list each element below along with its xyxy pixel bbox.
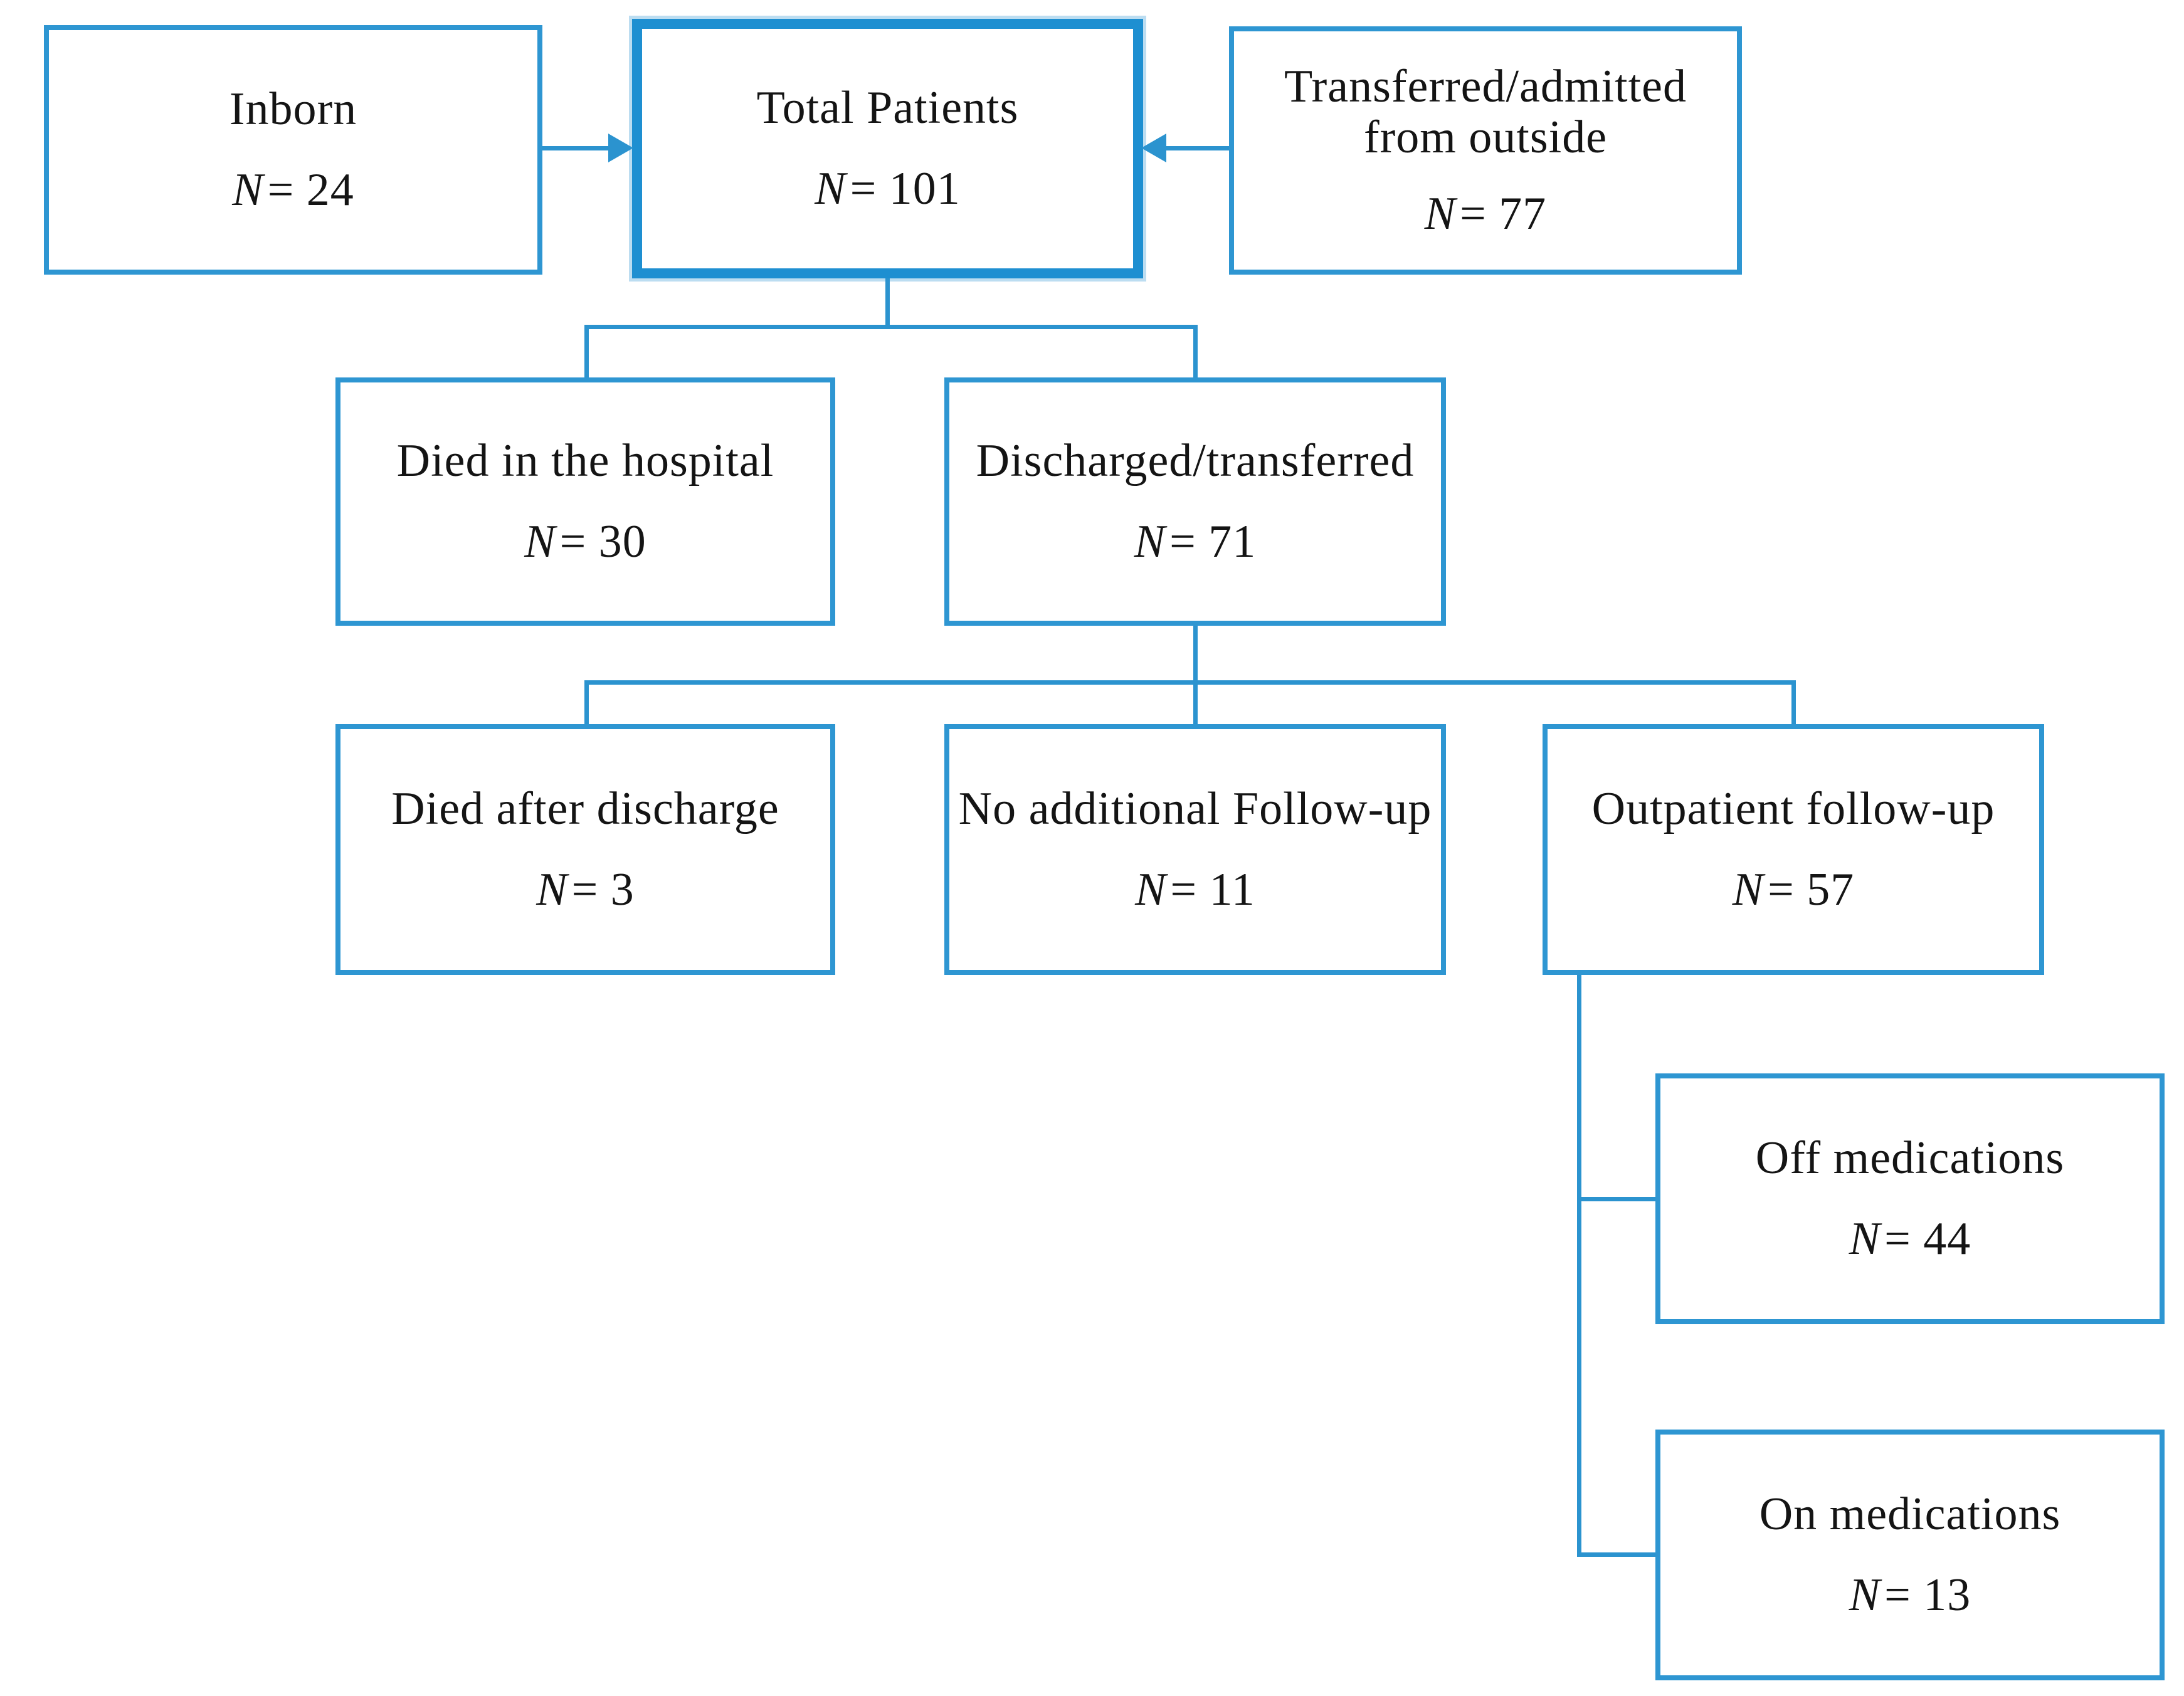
connector-off-meds-stub xyxy=(1577,1197,1655,1201)
node-outpatient-followup: Outpatient follow-up N= 57 xyxy=(1543,724,2044,975)
node-count: N= 30 xyxy=(524,516,646,567)
node-count: N= 13 xyxy=(1849,1569,1971,1621)
node-label: Outpatient follow-up xyxy=(1591,782,1995,835)
node-total-patients: Total Patients N= 101 xyxy=(632,19,1143,278)
connector-outpatient-drop xyxy=(1791,680,1796,724)
node-count: N= 3 xyxy=(536,864,635,915)
connector-died-after-drop xyxy=(584,680,589,724)
connector-discharged-drop xyxy=(1193,325,1198,380)
arrowhead-right-icon xyxy=(608,134,633,162)
node-inborn: Inborn N= 24 xyxy=(44,25,542,275)
node-count: N= 101 xyxy=(815,163,961,214)
node-died-after-discharge: Died after discharge N= 3 xyxy=(335,724,835,975)
arrow-line-transferred-to-total xyxy=(1164,146,1229,150)
node-label: Inborn xyxy=(229,83,357,135)
node-no-additional-followup: No additional Follow-up N= 11 xyxy=(944,724,1446,975)
connector-outpatient-stem xyxy=(1577,975,1581,1557)
node-died-in-hospital: Died in the hospital N= 30 xyxy=(335,377,835,626)
node-label: Total Patients xyxy=(756,82,1019,134)
node-label: Died in the hospital xyxy=(396,435,774,487)
node-label: Off medications xyxy=(1755,1132,2065,1184)
node-label: On medications xyxy=(1759,1488,2061,1540)
connector-row2-rail xyxy=(584,325,1198,329)
connector-total-stem xyxy=(885,278,890,327)
arrowhead-left-icon xyxy=(1141,134,1166,162)
connector-died-hospital-drop xyxy=(584,325,589,380)
node-transferred-admitted: Transferred/admitted from outside N= 77 xyxy=(1229,26,1742,275)
connector-on-meds-stub xyxy=(1577,1552,1655,1557)
node-count: N= 77 xyxy=(1424,187,1547,240)
connector-no-followup-drop xyxy=(1193,680,1198,724)
node-off-medications: Off medications N= 44 xyxy=(1655,1073,2165,1324)
node-label: Transferred/admitted from outside xyxy=(1284,60,1687,164)
node-count: N= 24 xyxy=(232,164,354,216)
node-count: N= 11 xyxy=(1135,864,1255,915)
node-on-medications: On medications N= 13 xyxy=(1655,1430,2165,1680)
node-label: No additional Follow-up xyxy=(958,782,1432,835)
node-label: Discharged/transferred xyxy=(976,435,1415,487)
node-label: Died after discharge xyxy=(391,782,779,835)
connector-row3-rail xyxy=(584,680,1796,685)
arrow-line-inborn-to-total xyxy=(542,146,613,150)
node-count: N= 44 xyxy=(1849,1213,1971,1265)
node-count: N= 71 xyxy=(1134,516,1257,567)
node-count: N= 57 xyxy=(1732,864,1855,915)
node-discharged-transferred: Discharged/transferred N= 71 xyxy=(944,377,1446,626)
connector-discharged-stem xyxy=(1193,626,1198,682)
